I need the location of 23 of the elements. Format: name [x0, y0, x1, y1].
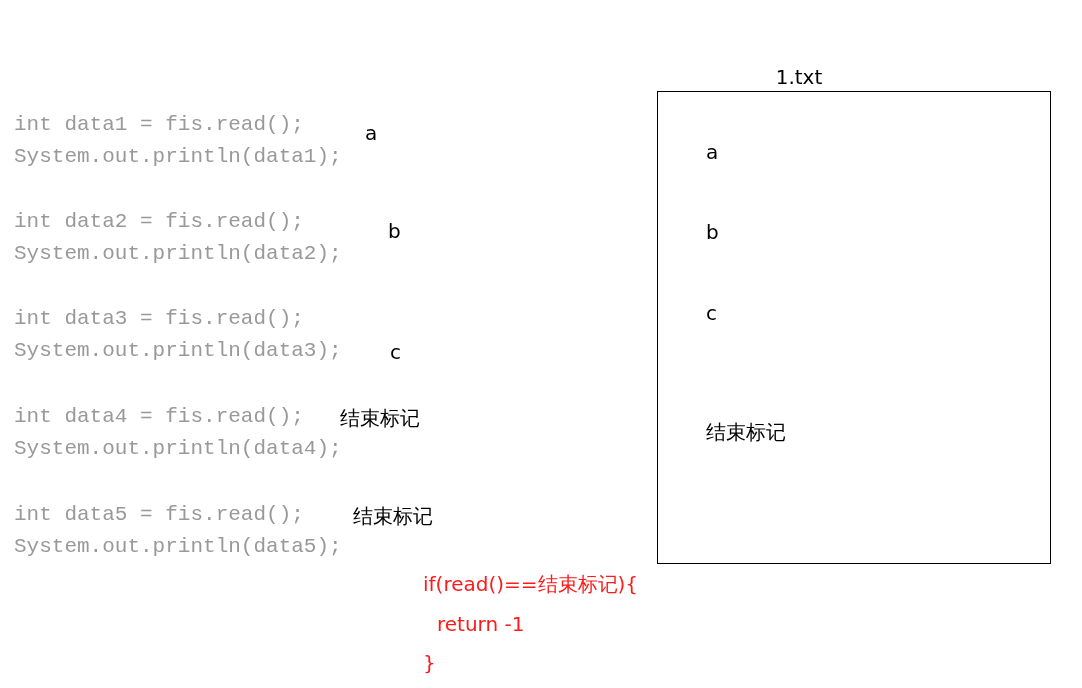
pseudo-code-line: return -1 [437, 612, 525, 636]
file-content-text: a [706, 140, 719, 164]
annotation-text: 结束标记 [340, 406, 420, 430]
code-line: System.out.println(data2); [14, 241, 342, 267]
pseudo-code-line: if(read()==结束标记){ [423, 572, 639, 596]
code-line: System.out.println(data3); [14, 338, 342, 364]
code-line: System.out.println(data4); [14, 436, 342, 462]
annotation-text: a [365, 121, 378, 145]
annotation-text: b [388, 219, 401, 243]
code-line: int data2 = fis.read(); [14, 209, 304, 235]
annotation-text: 结束标记 [353, 504, 433, 528]
code-line: int data5 = fis.read(); [14, 502, 304, 528]
annotation-text: c [390, 340, 401, 364]
code-line: System.out.println(data1); [14, 144, 342, 170]
pseudo-code-line: } [423, 651, 436, 675]
code-line: System.out.println(data5); [14, 534, 342, 560]
file-content-text: c [706, 301, 717, 325]
file-content-text: 结束标记 [706, 420, 786, 444]
code-line: int data3 = fis.read(); [14, 306, 304, 332]
file-content-text: b [706, 220, 719, 244]
file-name: 1.txt [775, 65, 823, 89]
code-line: int data1 = fis.read(); [14, 112, 304, 138]
code-line: int data4 = fis.read(); [14, 404, 304, 430]
